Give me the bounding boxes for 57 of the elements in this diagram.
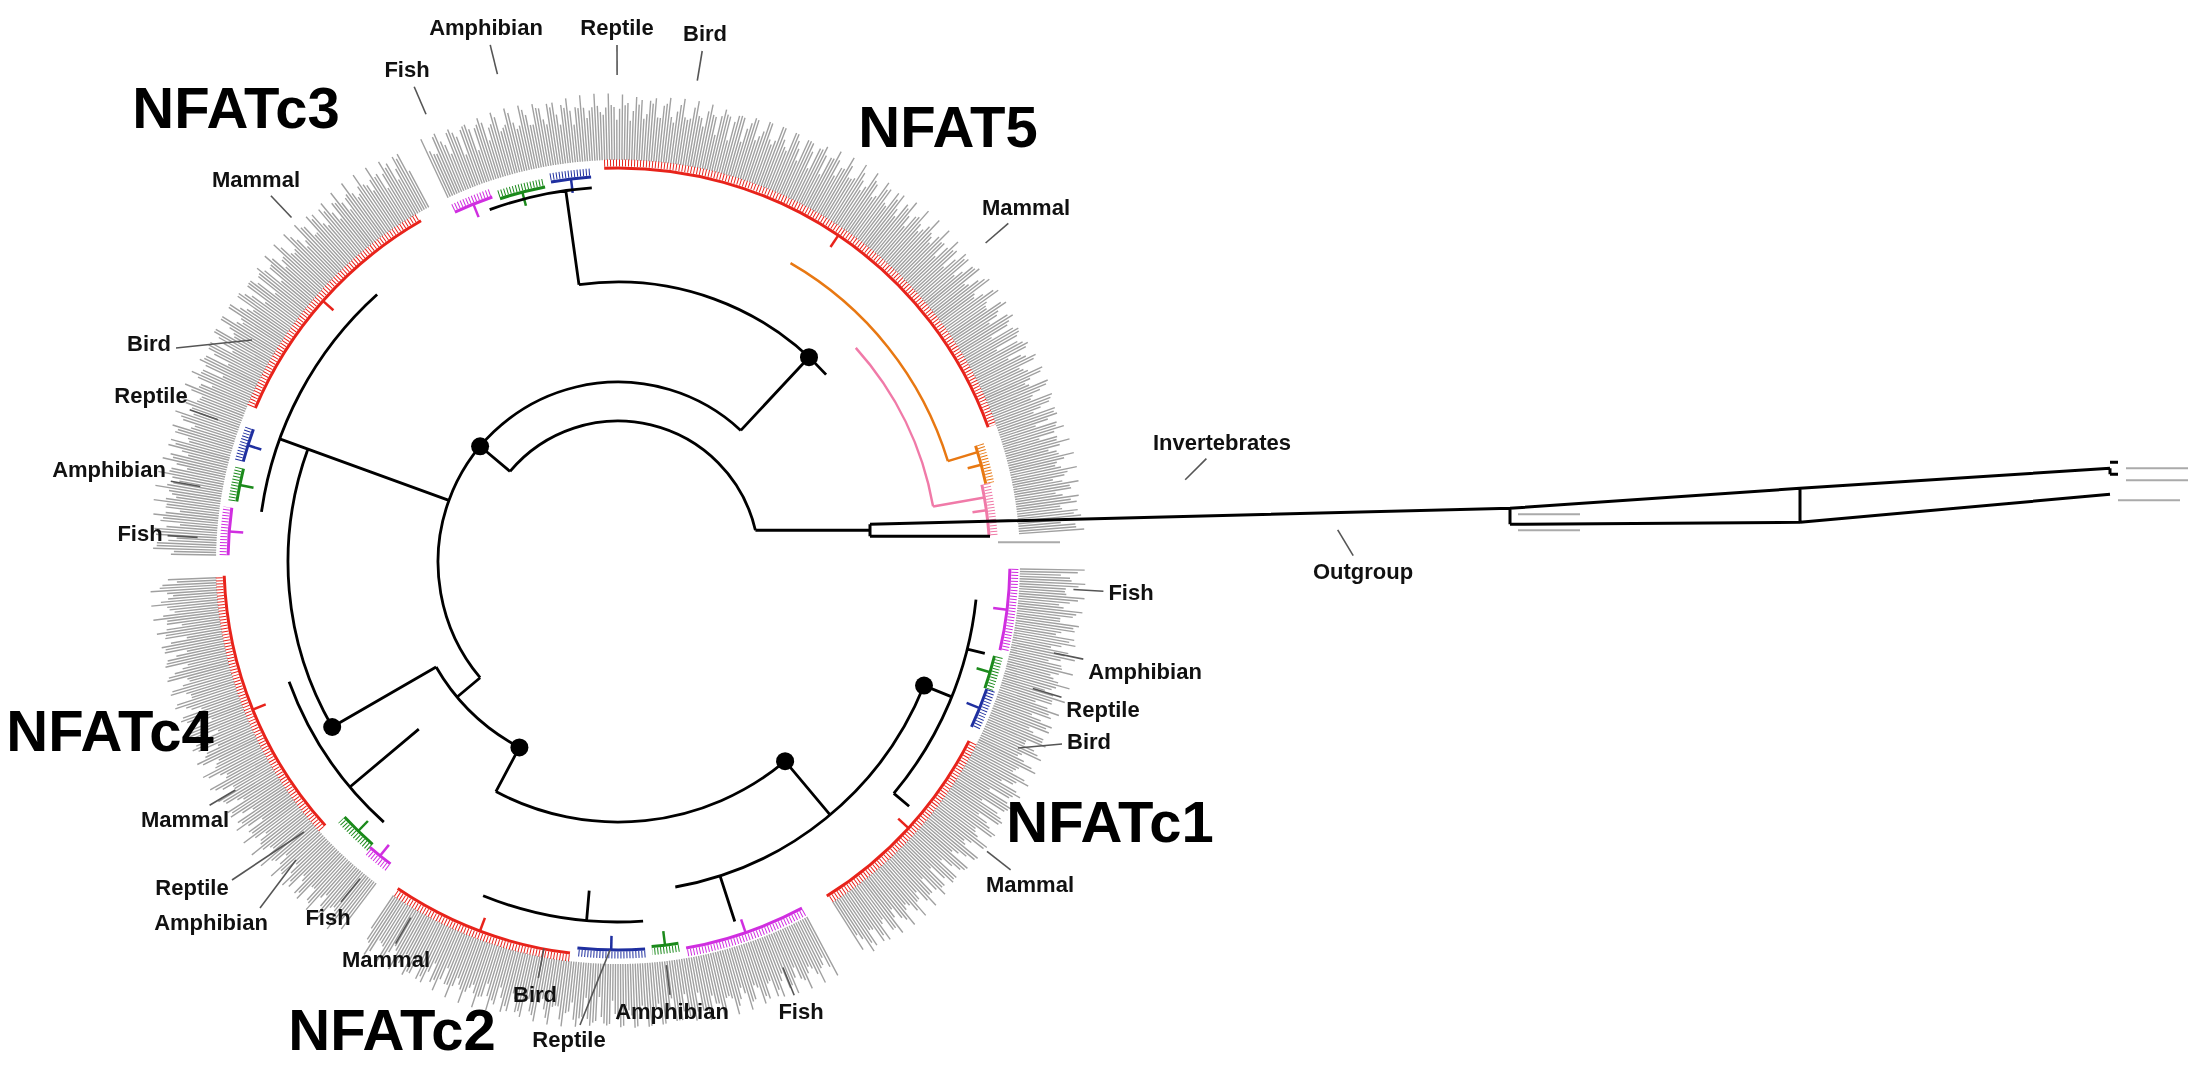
- leader-line: [188, 409, 219, 421]
- leader-line: [1017, 743, 1063, 749]
- clade-label: Amphibian: [615, 999, 729, 1025]
- leader-line: [616, 44, 618, 76]
- clade-label: Outgroup: [1312, 559, 1414, 585]
- leader-line: [166, 534, 199, 539]
- leader-line: [489, 44, 499, 75]
- leader-line: [696, 50, 703, 82]
- clade-label: Reptile: [532, 1027, 606, 1053]
- clade-label: Amphibian: [52, 457, 166, 483]
- clade-label: Fish: [778, 999, 824, 1025]
- leader-line: [1336, 529, 1354, 557]
- leader-line: [984, 222, 1010, 244]
- clade-label: Amphibian: [1088, 659, 1202, 685]
- leader-line: [579, 949, 611, 1026]
- clade-label: Reptile: [580, 15, 654, 41]
- leader-line: [665, 964, 671, 996]
- clade-label: Bird: [683, 21, 727, 47]
- clade-label: Amphibian: [154, 910, 268, 936]
- clade-label: Reptile: [1066, 697, 1140, 723]
- clade-label: Fish: [305, 905, 351, 931]
- clade-label: Fish: [384, 57, 430, 83]
- leader-line: [1184, 457, 1208, 481]
- clade-label: Reptile: [155, 875, 229, 901]
- leader-line: [1072, 588, 1105, 593]
- leader-line: [170, 480, 202, 488]
- leader-line: [270, 194, 293, 219]
- leader-line: [231, 831, 305, 881]
- leader-line: [537, 947, 545, 979]
- leader-line: [1032, 687, 1063, 699]
- leader-line: [986, 850, 1012, 871]
- clade-label: Bird: [1067, 729, 1111, 755]
- clade-label: Fish: [117, 521, 163, 547]
- leader-line: [340, 878, 361, 903]
- clade-label: Reptile: [114, 383, 188, 409]
- leader-line: [413, 85, 427, 116]
- clade-label: Amphibian: [429, 15, 543, 41]
- leader-line: [175, 339, 253, 349]
- gene-family-label: NFATc2: [288, 998, 496, 1062]
- clade-label: Invertebrates: [1152, 430, 1292, 456]
- leader-line: [208, 789, 237, 807]
- clade-label: Mammal: [982, 195, 1070, 221]
- clade-label: Bird: [127, 331, 171, 357]
- leader-line: [1053, 652, 1085, 660]
- clade-label: Mammal: [212, 167, 300, 193]
- clade-label: Bird: [513, 982, 557, 1008]
- clade-label: Mammal: [342, 947, 430, 973]
- gene-family-label: NFATc1: [1006, 790, 1214, 854]
- clade-label: Mammal: [141, 807, 229, 833]
- leader-line: [394, 916, 412, 945]
- leader-line: [259, 859, 297, 909]
- gene-family-label: NFATc3: [132, 76, 340, 140]
- gene-family-label: NFAT5: [858, 95, 1038, 159]
- leader-line: [782, 966, 795, 997]
- clade-label: Fish: [1108, 580, 1154, 606]
- clade-label: Mammal: [986, 872, 1074, 898]
- gene-family-label: NFATc4: [6, 699, 214, 763]
